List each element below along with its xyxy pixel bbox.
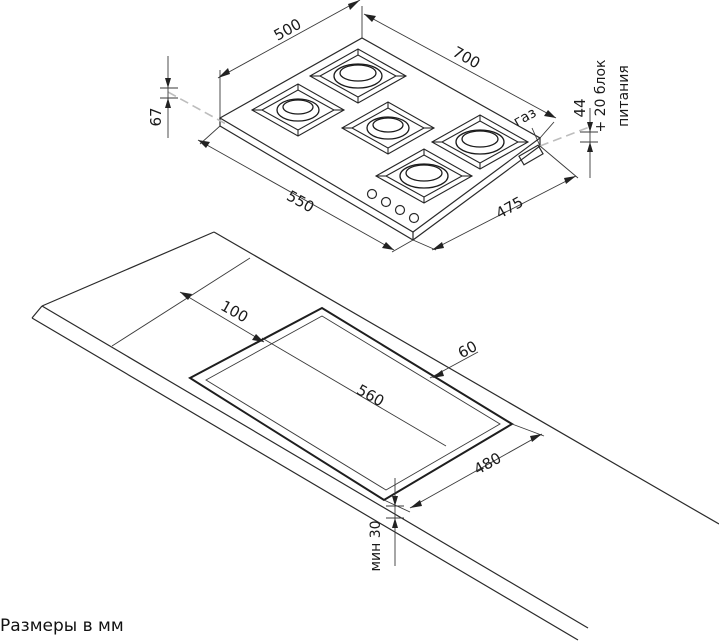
label-gas: газ [511,105,539,130]
cutout-inner [205,315,501,491]
burner-front [374,148,474,204]
dimension-550 [197,125,414,253]
dimension-44 [580,108,598,178]
dimension-475 [412,145,579,251]
dimension-700 [363,13,557,139]
label-700: 700 [450,43,484,73]
label-44: 44 [571,98,589,117]
burner-center [340,101,436,155]
dimension-min-30 [386,478,404,566]
label-100: 100 [218,297,252,327]
dimension-60 [429,351,479,379]
label-67: 67 [147,107,165,126]
label-cable-note-2: питания [616,65,632,127]
gas-connector [518,144,544,166]
dimension-100 [111,257,265,347]
control-knobs [366,188,420,224]
dimension-560 [261,337,447,447]
countertop-front-bottom [31,317,579,641]
label-60: 60 [455,337,480,362]
countertop-left-edge [41,231,215,307]
hob-drawing [160,0,598,253]
label-560: 560 [354,381,388,411]
label-480: 480 [471,449,505,479]
units-caption: Размеры в мм [0,616,124,636]
dimension-67 [160,56,178,138]
label-cable-note-1: + 20 блок [593,59,609,132]
countertop-back-edge [213,231,719,525]
burner-left [250,83,346,137]
burner-back [308,48,408,104]
cutout-outer [188,306,514,502]
gas-leader-line [531,127,541,147]
label-475: 475 [493,193,527,223]
burner-right [430,114,530,170]
countertop-drawing [31,231,719,641]
dashed-reference-left [167,91,227,125]
dimension-500 [217,0,363,118]
countertop-front-top [41,305,589,629]
dimension-480 [383,423,545,513]
dashed-reference-right [539,125,593,147]
label-min-30: мин 30 [368,520,384,571]
countertop-left-corner [31,305,43,319]
